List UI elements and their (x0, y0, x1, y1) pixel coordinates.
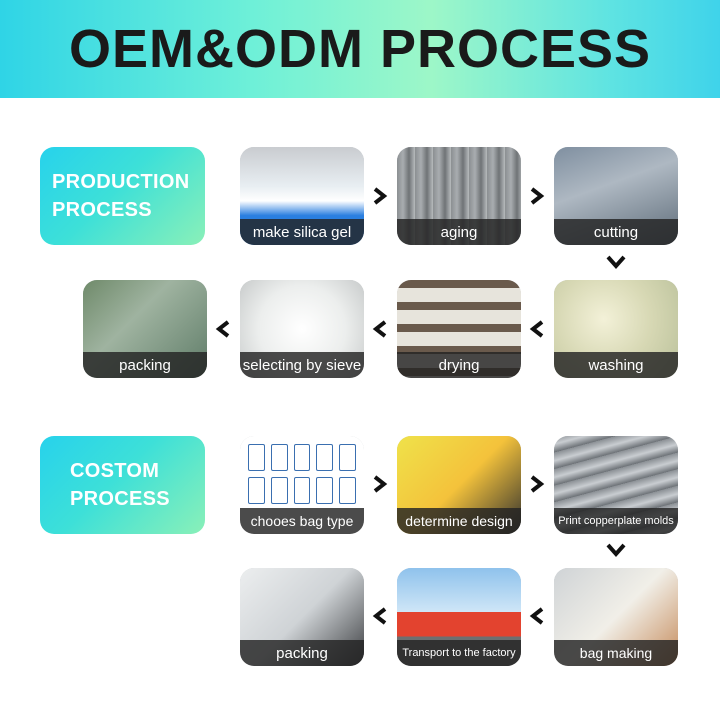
step-caption: determine design (397, 508, 521, 534)
step-transport-to-factory: Transport to the factory (397, 568, 521, 666)
chevron-right-icon (527, 186, 547, 206)
step-drying: drying (397, 280, 521, 378)
step-caption: packing (83, 352, 207, 378)
production-process-text: PRODUCTION PROCESS (52, 171, 190, 221)
step-caption: bag making (554, 640, 678, 666)
chevron-right-icon (527, 474, 547, 494)
bag-type-grid (248, 444, 356, 504)
chevron-right-icon (370, 186, 390, 206)
step-cutting: cutting (554, 147, 678, 245)
page-title: OEM&ODM PROCESS (68, 19, 652, 79)
step-packing-custom: packing (240, 568, 364, 666)
chevron-left-icon (213, 319, 233, 339)
step-selecting-by-sieve: selecting by sieve (240, 280, 364, 378)
step-bag-making: bag making (554, 568, 678, 666)
chevron-left-icon (527, 606, 547, 626)
step-caption: selecting by sieve (240, 352, 364, 378)
step-print-copperplate-molds: Print copperplate molds (554, 436, 678, 534)
step-caption: make silica gel (240, 219, 364, 245)
custom-process-text: COSTOM PROCESS (70, 460, 170, 510)
step-determine-design: determine design (397, 436, 521, 534)
chevron-down-icon (606, 252, 626, 272)
step-make-silica-gel: make silica gel (240, 147, 364, 245)
step-caption: cutting (554, 219, 678, 245)
chevron-left-icon (527, 319, 547, 339)
step-caption: Transport to the factory (397, 640, 521, 666)
step-packing: packing (83, 280, 207, 378)
page-header: OEM&ODM PROCESS (0, 0, 720, 98)
chevron-down-icon (606, 540, 626, 560)
step-caption: drying (397, 352, 521, 378)
chevron-left-icon (370, 606, 390, 626)
step-caption: Print copperplate molds (554, 508, 678, 534)
step-caption: aging (397, 219, 521, 245)
step-choose-bag-type: chooes bag type (240, 436, 364, 534)
step-caption: washing (554, 352, 678, 378)
step-caption: packing (240, 640, 364, 666)
production-process-label: PRODUCTION PROCESS (40, 147, 205, 245)
step-aging: aging (397, 147, 521, 245)
chevron-left-icon (370, 319, 390, 339)
chevron-right-icon (370, 474, 390, 494)
custom-process-label: COSTOM PROCESS (40, 436, 205, 534)
step-caption: chooes bag type (240, 508, 364, 534)
step-washing: washing (554, 280, 678, 378)
